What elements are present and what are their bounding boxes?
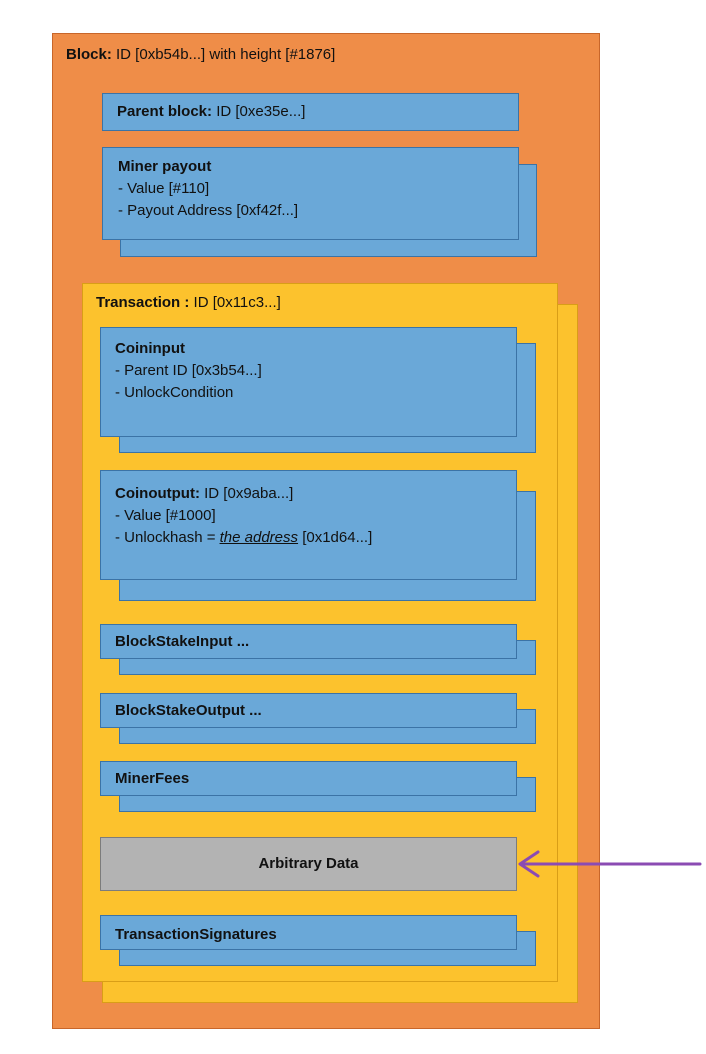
blockstake-output-box: BlockStakeOutput ... (100, 693, 517, 728)
coininput-box: Coininput - Parent ID [0x3b54...] - Unlo… (100, 327, 517, 437)
transaction-title: Transaction : ID [0x11c3...] (96, 294, 281, 311)
parent-block-box: Parent block: ID [0xe35e...] (102, 93, 519, 131)
miner-payout-text: Miner payout - Value [#110] - Payout Add… (118, 158, 299, 219)
block-title: Block: ID [0xb54b...] with height [#1876… (66, 46, 336, 63)
arbitrary-data-label: Arbitrary Data (258, 855, 359, 872)
blockstake-output-label: BlockStakeOutput ... (115, 702, 262, 719)
coinoutput-box: Coinoutput: ID [0x9aba...] - Value [#100… (100, 470, 517, 580)
miner-fees-label: MinerFees (115, 770, 190, 787)
coinoutput-text: Coinoutput: ID [0x9aba...] - Value [#100… (115, 485, 373, 546)
miner-payout-box: Miner payout - Value [#110] - Payout Add… (102, 147, 519, 240)
blockstake-input-box: BlockStakeInput ... (100, 624, 517, 659)
the-address-emphasis: the address (219, 529, 299, 546)
arrow-icon (518, 850, 702, 878)
arbitrary-data-box: Arbitrary Data (100, 837, 517, 891)
blockstake-input-label: BlockStakeInput ... (115, 633, 250, 650)
transaction-signatures-box: TransactionSignatures (100, 915, 517, 950)
miner-fees-box: MinerFees (100, 761, 517, 796)
transaction-signatures-label: TransactionSignatures (115, 926, 277, 943)
parent-block-label: Parent block: ID [0xe35e...] (117, 103, 306, 120)
coininput-text: Coininput - Parent ID [0x3b54...] - Unlo… (115, 340, 262, 401)
